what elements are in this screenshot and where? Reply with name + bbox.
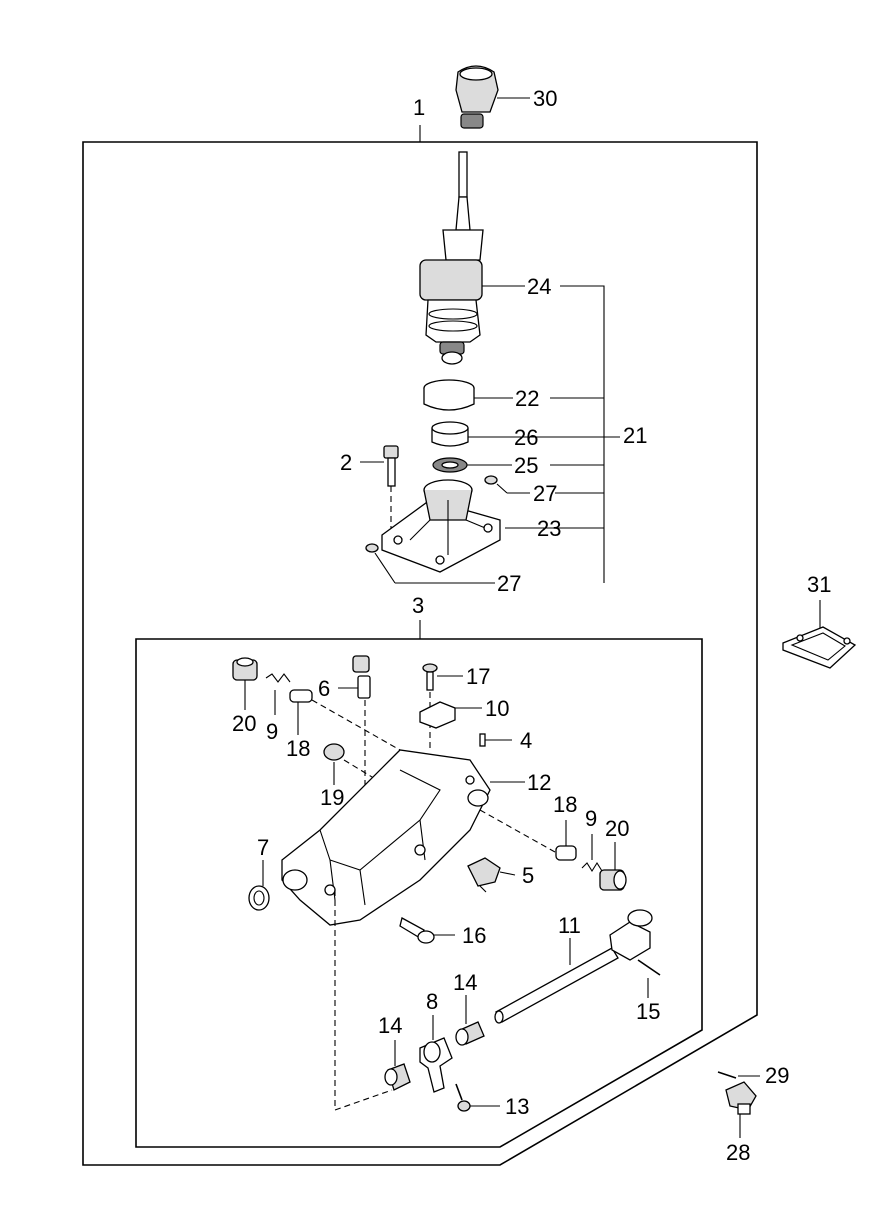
label-part-18-left: 18: [286, 736, 310, 761]
label-part-18-right: 18: [553, 792, 577, 817]
label-part-23: 23: [537, 516, 561, 541]
label-part-19: 19: [320, 785, 344, 810]
label-part-15: 15: [636, 999, 660, 1024]
label-part-25: 25: [514, 453, 538, 478]
label-part-6: 6: [318, 676, 330, 701]
label-part-28: 28: [726, 1140, 750, 1165]
pin-part-4: [479, 733, 512, 747]
bushing-part-26: [431, 421, 512, 447]
label-part-22: 22: [515, 386, 539, 411]
label-part-7: 7: [257, 835, 269, 860]
spring-part-9-right: [581, 834, 603, 873]
nut-part-19: [323, 743, 411, 801]
bolt-part-2: [360, 445, 399, 530]
bolt-part-17: [422, 663, 463, 750]
label-part-11: 11: [558, 913, 581, 938]
label-part-16: 16: [462, 923, 486, 948]
label-part-3: 3: [412, 593, 424, 618]
label-part-27-upper: 27: [533, 481, 557, 506]
seal-part-7: [248, 860, 270, 911]
roll-pin-part-15: [637, 959, 661, 998]
label-part-24: 24: [527, 274, 551, 299]
label-part-21: 21: [623, 423, 647, 448]
label-part-2: 2: [340, 450, 352, 475]
pin-part-16: [399, 917, 455, 944]
label-part-5: 5: [522, 863, 534, 888]
switch-part-5: [467, 857, 516, 893]
label-part-20-left: 20: [232, 711, 256, 736]
ring-part-22: [423, 379, 513, 411]
label-part-9-right: 9: [585, 806, 597, 831]
label-part-26: 26: [514, 425, 538, 450]
shift-rod-part-11: [334, 890, 653, 1110]
bushing-part-14-left: [334, 1040, 411, 1111]
label-part-1: 1: [413, 95, 425, 120]
sleeve-part-18-left: [289, 689, 401, 751]
bolt-part-13: [455, 1083, 500, 1112]
pin-part-29: [717, 1071, 760, 1079]
sleeve-part-18-right: [555, 820, 577, 861]
label-part-20-right: 20: [605, 816, 629, 841]
lever-part-8: [419, 1015, 453, 1093]
label-part-17: 17: [466, 664, 490, 689]
label-part-31: 31: [807, 572, 831, 597]
assembly-3-frame: [135, 638, 703, 1148]
label-part-14-right: 14: [453, 970, 477, 995]
bracket-21: [490, 285, 620, 583]
spring-part-9-left: [265, 673, 291, 715]
plug-part-20-left: [232, 657, 258, 710]
assembly-1-frame: [82, 141, 758, 1166]
screw-part-27-upper: [484, 475, 530, 494]
housing-part-23: [381, 479, 501, 573]
plug-part-20-right: [599, 842, 627, 891]
switch-part-28: [725, 1081, 757, 1138]
shift-lever-part-24: [419, 151, 525, 365]
label-part-29: 29: [765, 1063, 789, 1088]
screw-part-27-lower: [365, 543, 495, 584]
label-part-4: 4: [520, 728, 532, 753]
shift-case-part-12: [281, 749, 556, 926]
label-part-8: 8: [426, 989, 438, 1014]
label-part-9-left: 9: [266, 719, 278, 744]
label-part-12: 12: [527, 770, 551, 795]
shift-knob-part-30: [455, 65, 530, 129]
bushing-part-14-right: [455, 995, 485, 1046]
bracket-part-10: [419, 701, 482, 729]
label-part-30: 30: [533, 86, 557, 111]
cover-plate-part-31: [782, 600, 857, 669]
label-part-10: 10: [485, 696, 509, 721]
label-part-14-left: 14: [378, 1013, 402, 1038]
label-part-13: 13: [505, 1094, 529, 1119]
label-part-27-lower: 27: [497, 571, 521, 596]
washer-part-25: [432, 457, 512, 473]
